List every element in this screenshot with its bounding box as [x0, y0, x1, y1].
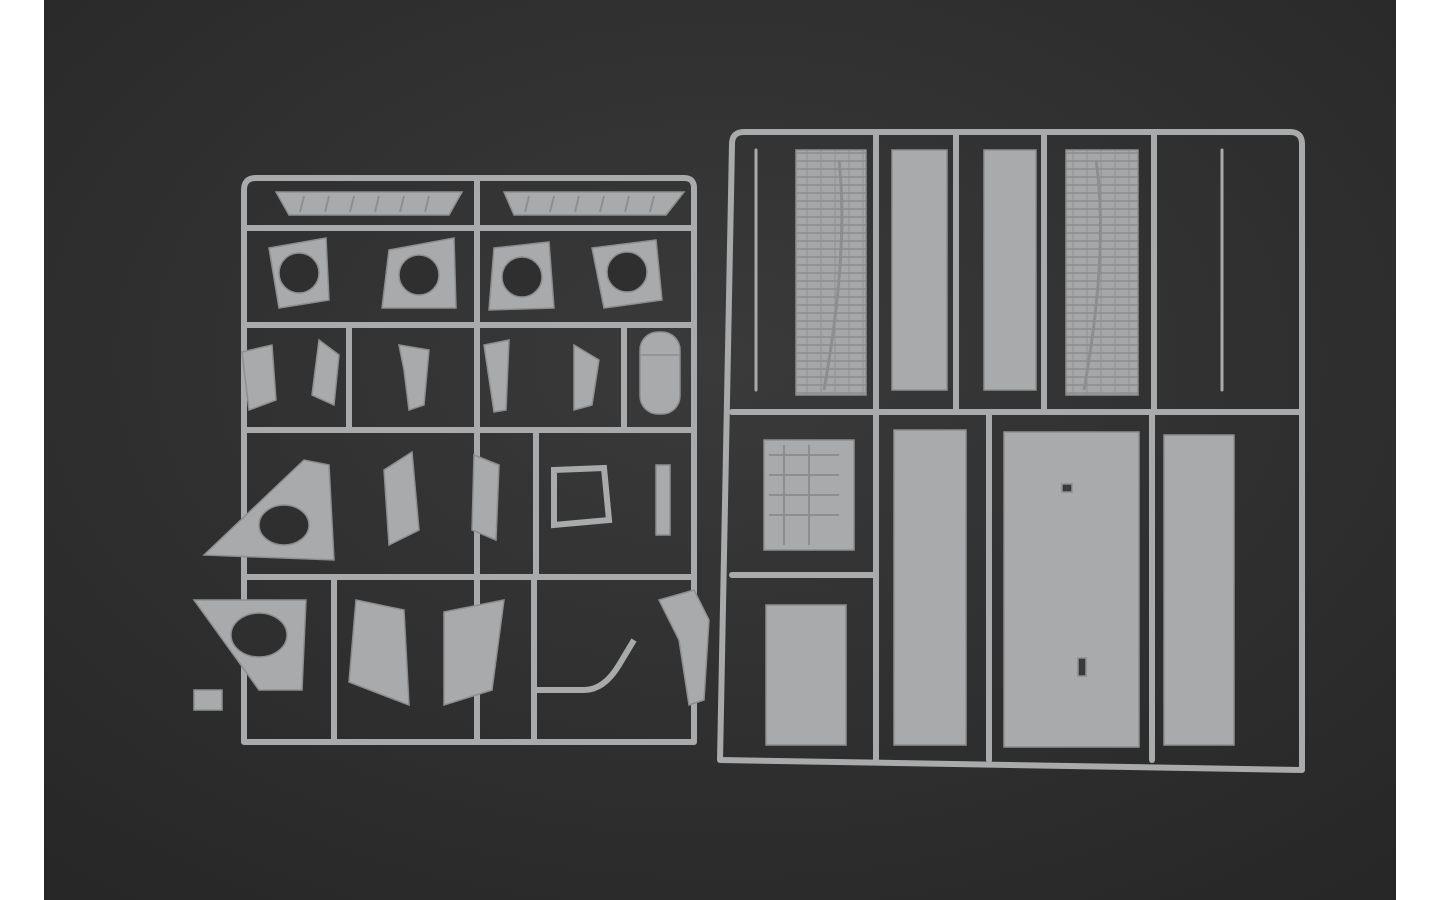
long-floor-panel — [1003, 431, 1140, 748]
small-fittings — [241, 331, 681, 415]
sprue-photo-svg — [44, 0, 1396, 900]
bent-rod-assembly — [534, 589, 710, 706]
side-skirt-bars — [274, 191, 686, 216]
right-sprue-parts — [763, 149, 1235, 748]
detailed-box-part — [763, 439, 855, 551]
round-port-plates — [268, 237, 663, 311]
flat-plates — [193, 599, 505, 711]
smooth-long-plates — [891, 149, 1235, 746]
sloped-side-plates — [192, 450, 671, 691]
small-panel — [765, 604, 847, 746]
right-sprue — [717, 129, 1305, 773]
tread-plates — [795, 149, 1139, 396]
left-sprue-parts — [192, 191, 710, 711]
sprue-photo — [44, 0, 1396, 900]
